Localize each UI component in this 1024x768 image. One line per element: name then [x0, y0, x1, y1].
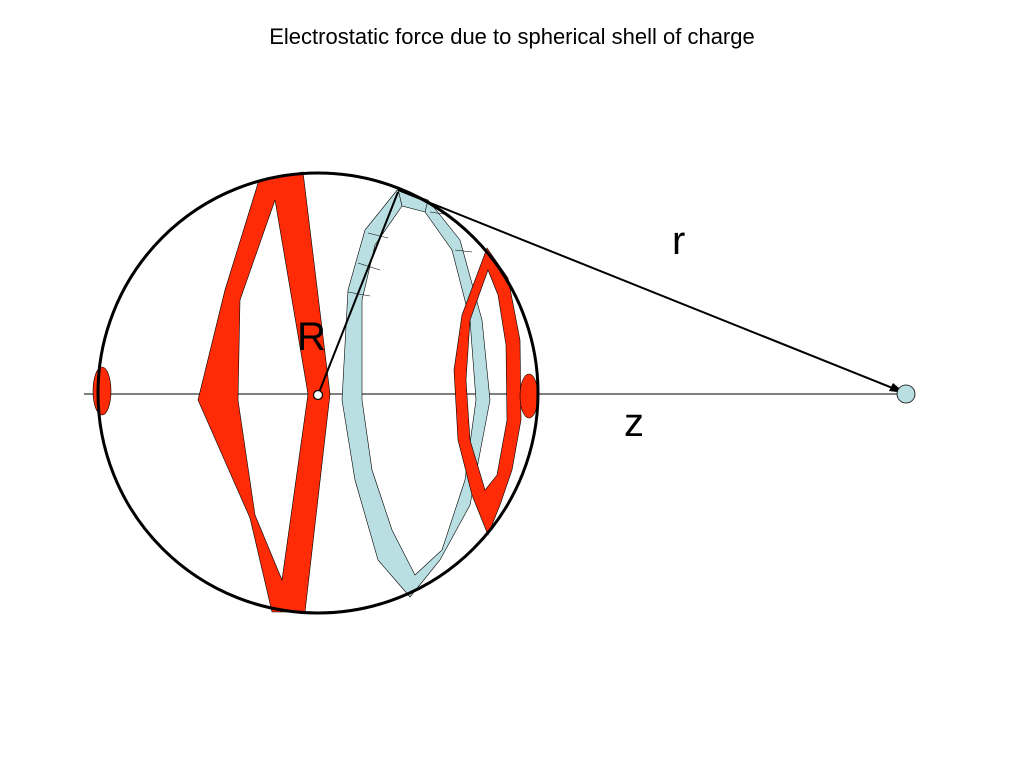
label-z: z	[624, 401, 644, 445]
blue-band	[341, 188, 491, 598]
slide-title: Electrostatic force due to spherical she…	[269, 24, 755, 49]
radius-vector	[317, 191, 399, 396]
distance-vector	[397, 189, 901, 392]
test-charge	[896, 384, 916, 404]
label-r: r	[672, 219, 685, 263]
label-R: R	[297, 315, 326, 359]
sphere-outline	[96, 171, 540, 615]
red-band-right	[453, 247, 522, 536]
pole-dot-right	[519, 373, 539, 419]
red-band-left	[197, 171, 331, 613]
center-point	[312, 389, 324, 401]
pole-dot-left	[92, 366, 112, 416]
